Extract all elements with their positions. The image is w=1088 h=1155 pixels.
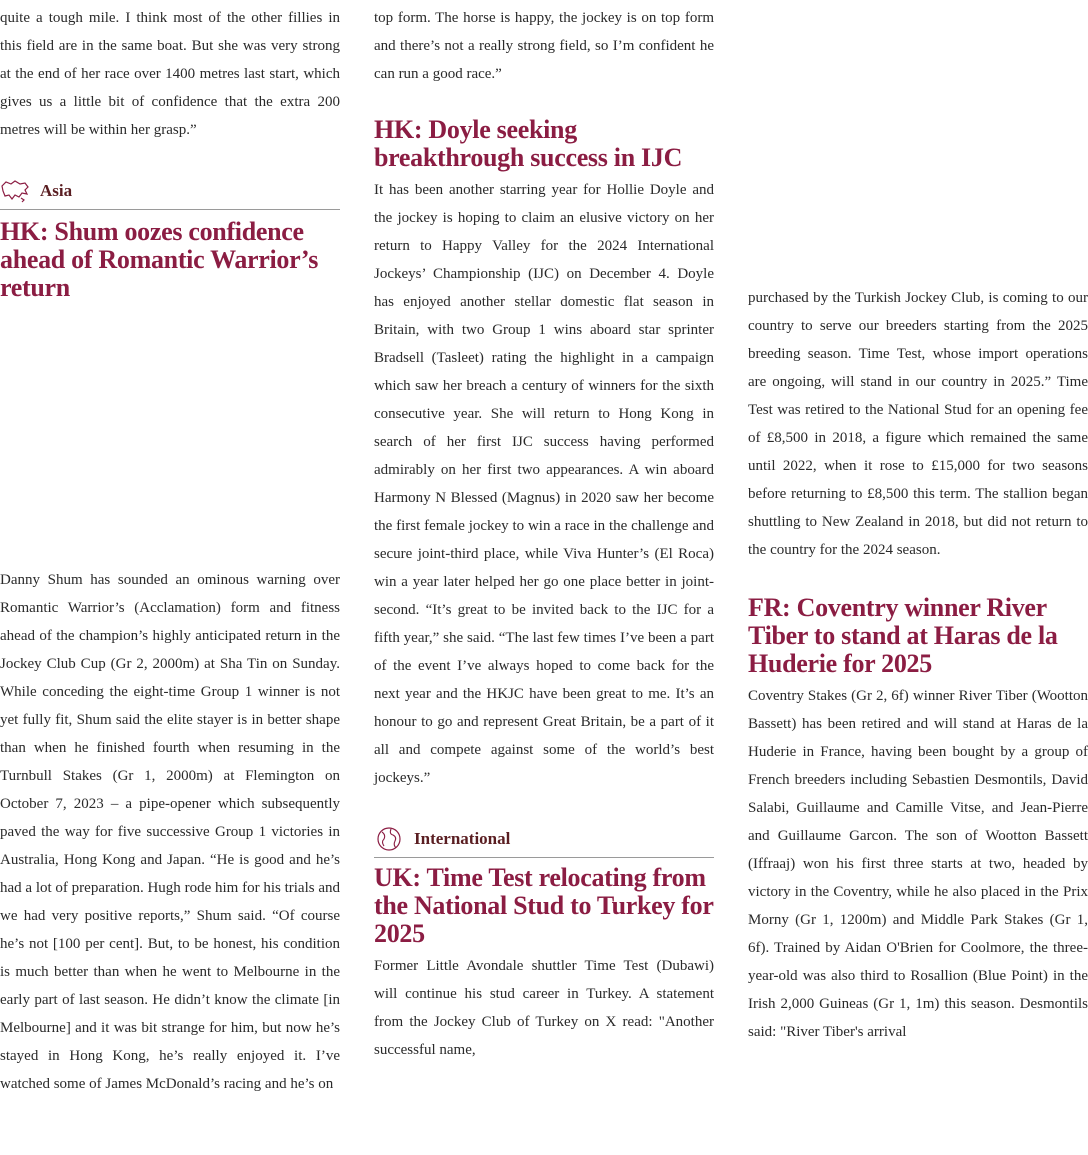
asia-map-icon (0, 178, 30, 204)
article-body-river-tiber: Coventry Stakes (Gr 2, 6f) winner River … (748, 688, 1088, 1040)
headline-time-test: UK: Time Test relocating from the Nation… (374, 863, 714, 948)
globe-icon (374, 826, 404, 852)
column-1: quite a tough mile. I think most of the … (0, 0, 340, 1098)
headline-river-tiber: FR: Coventry winner River Tiber to stand… (748, 593, 1058, 678)
headline-doyle: HK: Doyle seeking breakthrough success i… (374, 115, 683, 172)
article-continuation: top form. The horse is happy, the jockey… (374, 10, 714, 82)
article-body-doyle: It has been another starring year for Ho… (374, 182, 714, 786)
column-3: purchased by the Turkish Jockey Club, is… (748, 0, 1088, 1046)
article-continuation: quite a tough mile. I think most of the … (0, 10, 340, 138)
section-label-asia: Asia (0, 178, 340, 210)
section-label-text: Asia (40, 181, 73, 200)
article-body-shum: Danny Shum has sounded an ominous warnin… (0, 572, 340, 1092)
section-label-text: International (414, 829, 511, 848)
image-space (0, 302, 340, 566)
article-continuation: purchased by the Turkish Jockey Club, is… (748, 290, 1088, 558)
section-label-international: International (374, 826, 714, 858)
column-2: top form. The horse is happy, the jockey… (374, 0, 714, 1064)
headline-shum: HK: Shum oozes confidence ahead of Roman… (0, 217, 319, 302)
article-body-time-test: Former Little Avondale shuttler Time Tes… (374, 958, 714, 1058)
